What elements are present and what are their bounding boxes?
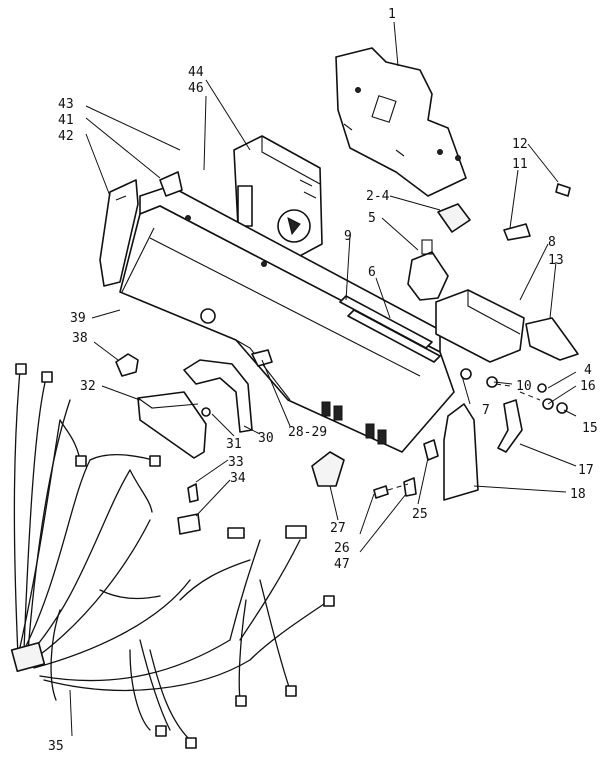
part-41-bracket [159, 171, 183, 197]
part-38-button [115, 353, 139, 377]
callout-47: 47 [334, 557, 350, 572]
callout-42: 42 [58, 129, 74, 144]
part-8-block [435, 289, 525, 363]
callout-26: 26 [334, 541, 350, 556]
callout-12: 12 [512, 137, 528, 152]
part-12-screw [555, 183, 571, 197]
part-31-screw [201, 407, 211, 417]
callout-33: 33 [228, 455, 244, 470]
part-6-strip [347, 309, 441, 363]
callout-30: 30 [258, 431, 274, 446]
part-33-screw [187, 483, 199, 503]
part-44-timer [233, 135, 323, 259]
callout-38: 38 [72, 331, 88, 346]
part-25-clip [423, 439, 439, 461]
callout-7: 7 [482, 403, 490, 418]
part-1-rear-panel [335, 47, 467, 197]
callout-43: 43 [58, 97, 74, 112]
callout-16: 16 [580, 379, 596, 394]
callout-1: 1 [388, 7, 396, 22]
callout-32: 32 [80, 379, 96, 394]
callout-34: 34 [230, 471, 246, 486]
callout-17: 17 [578, 463, 594, 478]
callout-41: 41 [58, 113, 74, 128]
part-34-clip [177, 513, 201, 535]
part-30-bracket [183, 359, 253, 433]
callout-labels: 1 44 46 43 41 42 12 11 2-4 5 9 8 6 13 39… [48, 7, 598, 754]
callout-9: 9 [344, 229, 352, 244]
callout-5: 5 [368, 211, 376, 226]
callout-13: 13 [548, 253, 564, 268]
callout-25: 25 [412, 507, 428, 522]
callout-2-4: 2-4 [366, 189, 390, 204]
callout-11: 11 [512, 157, 528, 172]
callout-27: 27 [330, 521, 346, 536]
part-32-housing [137, 391, 207, 459]
callout-15: 15 [582, 421, 598, 436]
part-47-clip [403, 477, 417, 497]
callout-28-29: 28-29 [288, 425, 327, 440]
part-5-knob [407, 239, 449, 301]
callout-8: 8 [548, 235, 556, 250]
callout-6: 6 [368, 265, 376, 280]
callout-4: 4 [584, 363, 592, 378]
part-28-29-clip [251, 349, 273, 367]
part-27-knob [311, 451, 345, 487]
callout-44: 44 [188, 65, 204, 80]
callout-31: 31 [226, 437, 242, 452]
callout-39: 39 [70, 311, 86, 326]
part-11-clip [503, 223, 531, 241]
part-42-left-end-cap [99, 179, 139, 287]
part-2-4-switch [437, 203, 471, 233]
part-17-bracket [497, 399, 523, 453]
part-35-wire-harness [10, 363, 335, 749]
callout-18: 18 [570, 487, 586, 502]
callout-35: 35 [48, 739, 64, 754]
callout-46: 46 [188, 81, 204, 96]
part-18-right-end-cap [443, 403, 479, 501]
part-39-lens [200, 308, 216, 324]
leader-lines [69, 21, 577, 737]
part-26-screw [373, 483, 409, 499]
callout-10: 10 [516, 379, 532, 394]
part-13-latch [525, 317, 579, 361]
